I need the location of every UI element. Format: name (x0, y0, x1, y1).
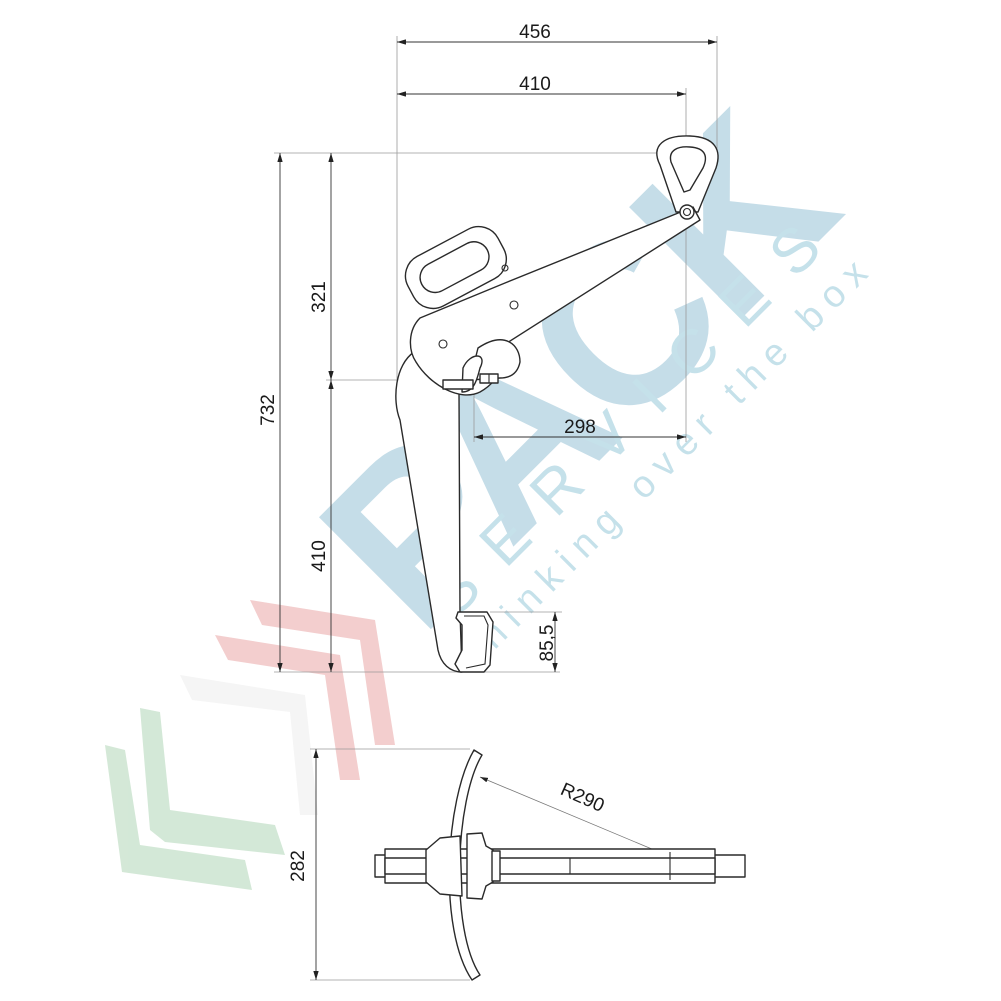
watermark-logo: PACK SERVICES thinking over the box (273, 67, 883, 675)
dim-upper-height: 321 (309, 281, 330, 313)
clamp-block (425, 835, 463, 897)
dim-overall-height: 732 (258, 394, 279, 426)
dimension-lines (277, 39, 717, 980)
dim-jaw-reach: 298 (564, 417, 596, 438)
watermark-chevrons (105, 600, 395, 890)
dim-lower-height: 410 (309, 540, 330, 572)
dim-top-view-height: 282 (288, 850, 309, 882)
watermark-brand: PACK (273, 67, 881, 675)
curved-jaw (448, 749, 483, 981)
dim-overall-width: 456 (519, 22, 551, 43)
clamp-top-view (374, 749, 746, 981)
clamp-pad (454, 611, 494, 673)
dim-arm-width: 410 (519, 74, 551, 95)
dim-pad-height: 85,5 (537, 625, 558, 662)
clamp-wedge (466, 832, 494, 900)
dim-radius: R290 (557, 779, 607, 817)
handle (404, 225, 508, 310)
clamp-side-view (395, 135, 719, 673)
dimension-labels: 456 410 732 321 410 298 85,5 282 R290 (258, 22, 607, 882)
